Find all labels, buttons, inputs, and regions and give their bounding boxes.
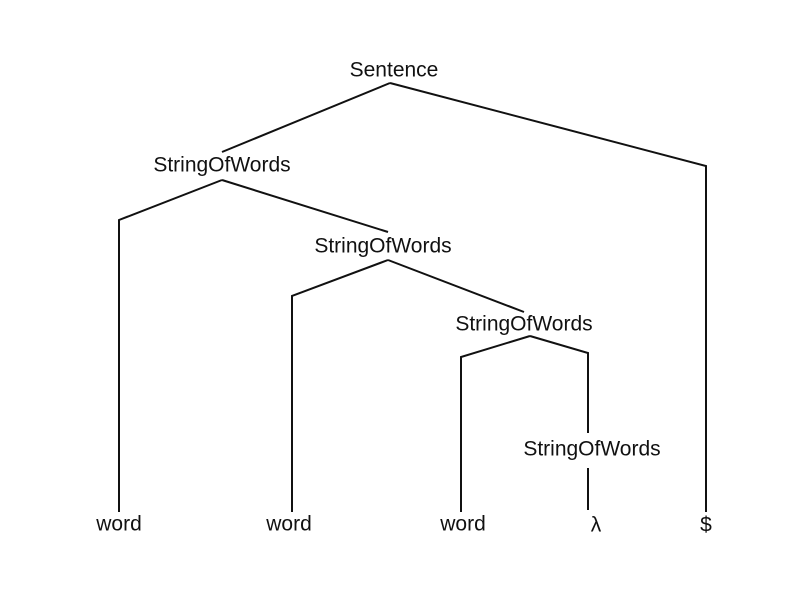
node-stringofwords-1: StringOfWords (153, 154, 290, 177)
tree-nodes: Sentence StringOfWords StringOfWords Str… (95, 59, 712, 537)
tree-edges (118, 82, 707, 512)
edge-stringofwords-3-to-word-3 (460, 335, 531, 512)
leaf-word-1: word (95, 513, 142, 536)
edge-stringofwords-2-to-stringofwords-3 (387, 259, 525, 313)
edge-stringofwords-2-to-word-2 (291, 259, 389, 512)
edge-stringofwords-3-to-stringofwords-4 (529, 335, 589, 433)
edge-sentence-to-stringofwords-1 (221, 82, 391, 153)
edge-stringofwords-1-to-word-1 (118, 179, 223, 512)
leaf-end-marker: $ (700, 514, 712, 537)
leaf-word-2: word (265, 513, 312, 536)
node-stringofwords-3: StringOfWords (455, 313, 592, 336)
edge-sentence-to-end-marker (389, 82, 707, 512)
leaf-word-3: word (439, 513, 486, 536)
leaf-lambda: λ (591, 514, 602, 537)
edge-stringofwords-1-to-stringofwords-2 (221, 179, 389, 233)
node-stringofwords-4: StringOfWords (523, 438, 660, 461)
node-stringofwords-2: StringOfWords (314, 235, 451, 258)
node-sentence: Sentence (350, 59, 439, 82)
